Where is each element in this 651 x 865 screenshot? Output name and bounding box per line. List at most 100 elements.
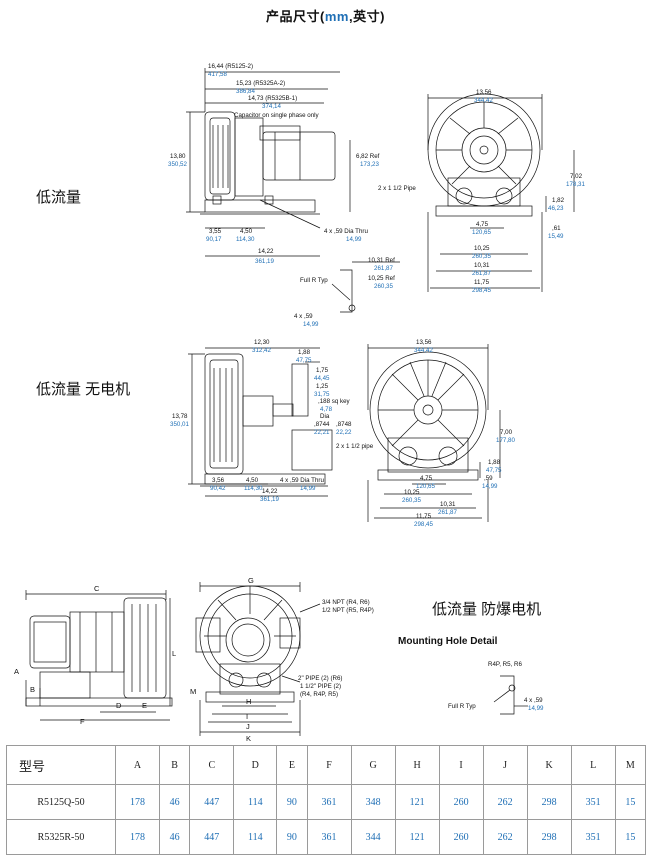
technical-drawings: 16,44 (R5125-2) 417,58 15,23 (R5325A-2) … [14,63,585,743]
table-row: R5325R-50 178 46 447 114 90 361 344 121 … [6,819,647,855]
drawing1-labels: 16,44 (R5125-2) 417,58 15,23 (R5325A-2) … [168,63,585,328]
dim-d2-mm: 386,84 [236,88,255,95]
drawing2-front-view [367,344,501,522]
dim-d1: 16,44 (R5125-2) [208,63,253,70]
dim-ref: 6,82 Ref [356,153,380,160]
dim2-r7: 10,31 [440,501,456,508]
dim-r8: 11,75 [474,279,490,286]
dim2-dia2: ,8748 [336,421,352,428]
table-cell: 447 [189,784,235,820]
section-low-flow: 低流量 [36,189,82,206]
dim-a1-mm: 90,17 [206,236,222,243]
dim2-r6-mm: 260,35 [402,497,421,504]
letter-b: B [30,685,35,694]
table-cell: 46 [159,784,191,820]
table-header-cell: B [159,745,191,785]
dim2-a1: 3,56 [212,477,225,484]
title-unit: mm [324,9,349,24]
dim-f1-mm: 261,87 [374,265,393,272]
dim2-r2-mm: 177,80 [496,437,515,444]
dim-d1-mm: 417,58 [208,71,227,78]
table-header-cell: I [438,745,484,785]
dim-r4: ,61 [552,225,561,232]
dim2-holes-mm: 14,99 [300,485,316,492]
dim2-d4: 1,25 [316,383,329,390]
dim-r5: 4,75 [476,221,489,228]
pipe-note-2: 2 x 1 1/2 pipe [336,443,374,450]
page-title: 产品尺寸(mm,英寸) [0,6,651,25]
dim-r2: 7,02 [570,173,583,180]
letter-g: G [248,576,254,585]
dim-r1: 13,56 [476,89,492,96]
dim-r4-mm: 15,49 [548,233,564,240]
dim2-h1-mm: 350,01 [170,421,189,428]
drawing3-front-view [195,582,321,736]
drawing3-labels: C A B D E F L G H I J K M 3/4 NPT (R4, R… [14,576,544,743]
dim-w1-mm: 361,19 [255,258,274,265]
table-cell: 15 [614,819,647,855]
table-header-cell: M [614,745,647,785]
mount-full-r: Full R Typ [448,703,476,710]
table-cell-model: R5325R-50 [6,819,116,855]
dim-r1-mm: 344,42 [474,97,493,104]
dim-holes: 4 x ,59 Dia Thru [324,228,368,235]
dimension-table: 型号 A B C D E F G H I J K L M R5125Q-50 1… [6,745,647,855]
letter-a: A [14,667,19,676]
drawing2-side-view [188,347,333,497]
table-header-cell: J [482,745,528,785]
table-cell: 361 [306,784,352,820]
table-cell: 262 [482,784,528,820]
table-cell: 178 [114,819,161,855]
dim2-r4: ,59 [484,475,493,482]
table-cell: 114 [233,819,278,855]
table-cell: 298 [526,819,572,855]
dim2-a2-mm: 114,30 [244,485,263,492]
dia-label: Dia [320,413,330,420]
title-prefix: 产品尺寸( [266,9,325,24]
npt-note-2: 1/2 NPT (R5, R4P) [322,607,374,614]
dim2-r5-mm: 120,65 [416,483,435,490]
dim-w1: 14,22 [258,248,274,255]
dim-a2: 4,50 [240,228,253,235]
dim2-holes: 4 x ,59 Dia Thru [280,477,324,484]
letter-h: H [246,697,251,706]
dim-ref-mm: 173,23 [360,161,379,168]
dim2-r3-mm: 47,75 [486,467,502,474]
table-cell: 90 [276,819,308,855]
dim-r3-mm: 46,23 [548,205,564,212]
dim-a2-mm: 114,30 [236,236,255,243]
dim2-d3-mm: 44,45 [314,375,330,382]
table-cell: 46 [159,819,191,855]
dim2-r8-mm: 298,45 [414,521,433,528]
dim-r7: 10,31 [474,262,490,269]
dim2-dia2-mm: 22,22 [336,429,352,436]
dim-d3-mm: 374,14 [262,103,281,110]
table-header-cell: F [306,745,352,785]
dim-r5-mm: 120,65 [472,229,491,236]
table-header-cell: L [570,745,616,785]
dim2-r6: 10,25 [404,489,420,496]
dim-h1-mm: 350,52 [168,161,187,168]
mounting-hole-detail-title: Mounting Hole Detail [398,636,498,647]
npt-note-1: 3/4 NPT (R4, R6) [322,599,370,606]
drawing1-side-view [186,68,351,257]
table-cell: 121 [394,819,440,855]
dim-f1: 10,31 Ref [368,257,395,264]
letter-c: C [94,584,100,593]
table-cell: 361 [306,819,352,855]
table-cell: 260 [438,784,484,820]
dim-d2: 15,23 (R5325A-2) [236,80,285,87]
dim2-r4-mm: 14,99 [482,483,498,490]
letter-m: M [190,687,196,696]
dim-d3: 14,73 (R5325B-1) [248,95,297,102]
dim2-d1: 12,30 [254,339,270,346]
dim2-d1-mm: 312,42 [252,347,271,354]
pipe-note-3b: 1 1/2" PIPE (2) [300,683,341,690]
dim-r2-mm: 178,31 [566,181,585,188]
table-cell: 114 [233,784,278,820]
table-cell: 447 [189,819,235,855]
letter-f: F [80,717,85,726]
drawing3-side-view [25,590,173,721]
dim-r3: 1,82 [552,197,565,204]
table-header-cell: K [526,745,572,785]
